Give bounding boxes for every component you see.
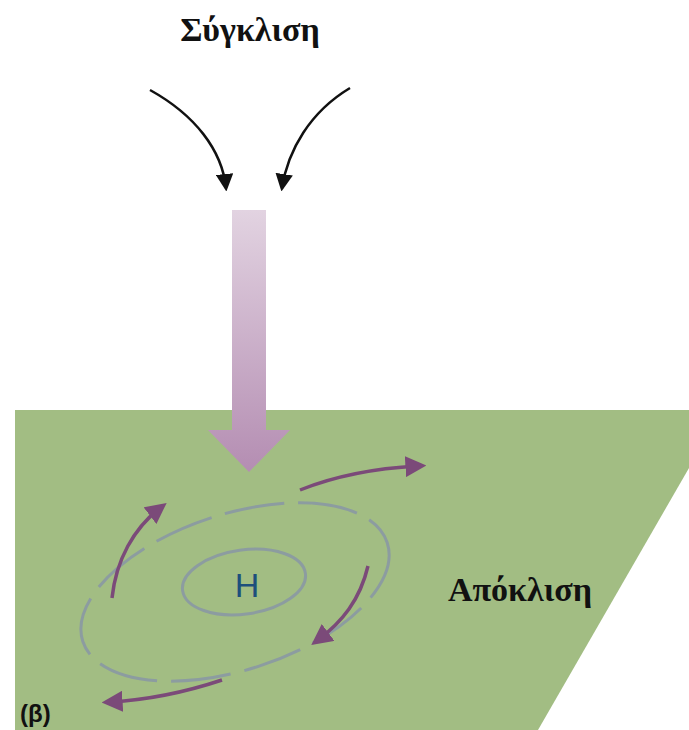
- divergence-label: Απόκλιση: [448, 573, 592, 607]
- isobar: [178, 542, 310, 623]
- convergence-arrow: [150, 90, 226, 188]
- convergence-arrow: [282, 88, 350, 188]
- wind-arrows: [110, 466, 418, 702]
- isobar: [59, 468, 412, 715]
- panel-letter: (β): [20, 702, 51, 726]
- convergence-label: Σύγκλιση: [180, 13, 320, 47]
- ground-plane: [15, 410, 689, 730]
- high-pressure-symbol: H: [235, 568, 260, 602]
- subsidence-arrow: [208, 210, 290, 472]
